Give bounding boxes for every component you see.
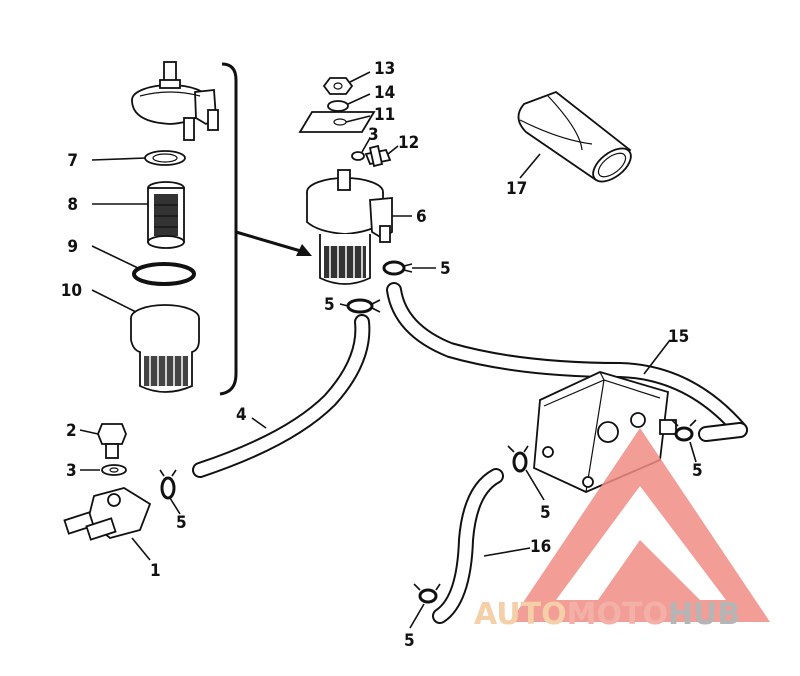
fitting-1 bbox=[63, 487, 152, 541]
exploded-view-bracket bbox=[219, 62, 238, 396]
callout-13: 13 bbox=[374, 59, 395, 79]
callout-4: 4 bbox=[236, 405, 247, 425]
arrow-to-filter bbox=[235, 230, 305, 254]
bolt-2 bbox=[97, 423, 127, 459]
callout-3b: 3 bbox=[66, 461, 77, 481]
callout-5a: 5 bbox=[176, 513, 187, 533]
callout-labels: 7 8 9 10 13 14 11 3 12 6 5 5 4 2 3 5 1 1… bbox=[61, 59, 703, 651]
callout-10: 10 bbox=[61, 281, 82, 301]
watermark-hub: HUB bbox=[668, 597, 740, 632]
callout-6: 6 bbox=[416, 207, 427, 227]
filter-bowl-10 bbox=[130, 304, 200, 393]
protective-sleeve-17 bbox=[517, 90, 632, 183]
hose-clamp-5b bbox=[346, 298, 381, 314]
bolt-12 bbox=[351, 144, 392, 168]
callout-16: 16 bbox=[530, 537, 551, 557]
watermark-triangle-logo bbox=[510, 428, 770, 622]
callout-7: 7 bbox=[67, 151, 78, 171]
callout-3a: 3 bbox=[368, 125, 379, 145]
filter-head-exploded bbox=[131, 61, 219, 141]
callout-11: 11 bbox=[374, 105, 395, 125]
svg-text:AUTOMOTOHUB: AUTOMOTOHUB bbox=[474, 597, 740, 632]
mounting-bracket-11 bbox=[298, 111, 376, 133]
callout-1: 1 bbox=[150, 561, 161, 581]
callout-8: 8 bbox=[67, 195, 78, 215]
hose-clamp-5a bbox=[159, 469, 177, 500]
callout-5f: 5 bbox=[404, 631, 415, 651]
callout-9: 9 bbox=[67, 237, 78, 257]
callout-5c: 5 bbox=[440, 259, 451, 279]
leader-lines bbox=[79, 71, 697, 629]
o-ring-9 bbox=[132, 262, 196, 286]
hose-clamp-5f bbox=[413, 583, 441, 604]
watermark-moto: MOTO bbox=[567, 597, 668, 632]
hose-clamp-5e bbox=[507, 445, 529, 473]
washer-14 bbox=[327, 100, 349, 112]
filter-assembly bbox=[306, 169, 393, 285]
o-ring-7 bbox=[144, 150, 186, 166]
callout-12: 12 bbox=[398, 133, 419, 153]
automotohub-watermark: AUTOMOTOHUB bbox=[474, 428, 770, 632]
callout-5b: 5 bbox=[324, 295, 335, 315]
hose-clamp-5c bbox=[382, 260, 413, 276]
hose-clamp-5d bbox=[671, 419, 697, 442]
callout-5d: 5 bbox=[692, 461, 703, 481]
callout-2: 2 bbox=[66, 421, 77, 441]
callout-15: 15 bbox=[668, 327, 689, 347]
callout-14: 14 bbox=[374, 83, 395, 103]
washer-3b bbox=[101, 464, 127, 476]
callout-5e: 5 bbox=[540, 503, 551, 523]
watermark-auto: AUTO bbox=[474, 597, 567, 632]
filter-element-8 bbox=[147, 181, 185, 249]
nut-13 bbox=[322, 77, 354, 95]
callout-17: 17 bbox=[506, 179, 527, 199]
